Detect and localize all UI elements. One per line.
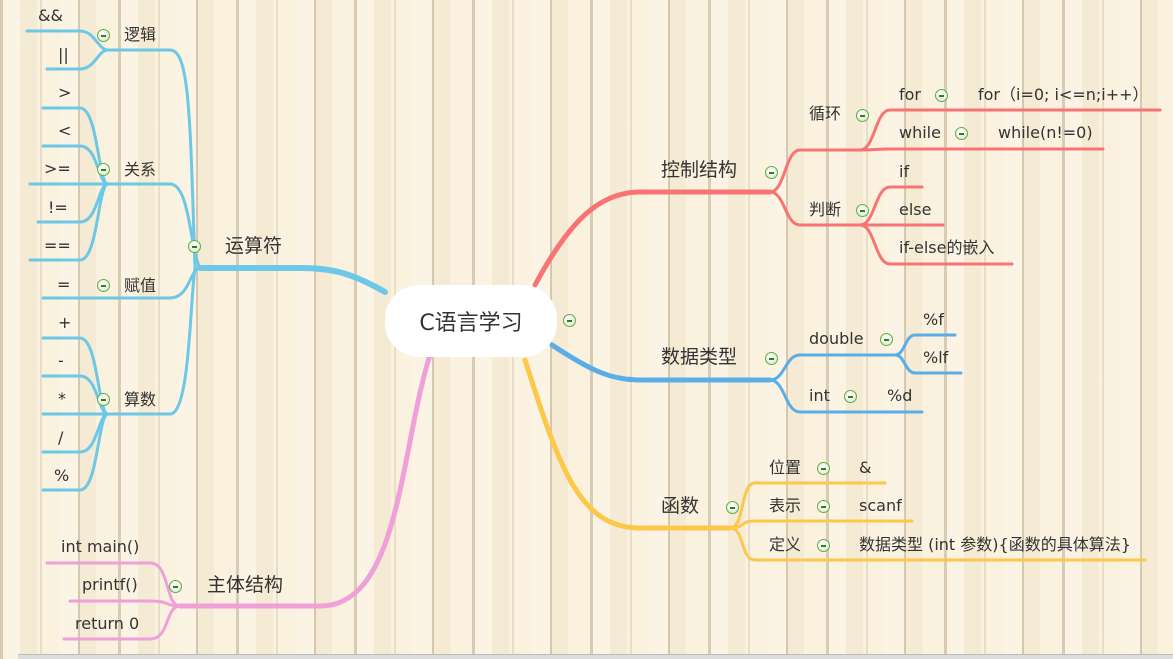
node-judge[interactable]: 判断 xyxy=(809,200,842,219)
central-topic[interactable]: C语言学习 xyxy=(385,285,557,357)
operator-branches xyxy=(25,29,388,492)
node-assign[interactable]: 赋值 xyxy=(124,276,157,295)
collapse-icon[interactable] xyxy=(817,500,830,513)
collapse-icon[interactable] xyxy=(726,501,739,514)
node-mod[interactable]: % xyxy=(54,466,70,485)
node-while[interactable]: while xyxy=(899,123,941,142)
node-int[interactable]: int xyxy=(809,386,830,405)
node-arith[interactable]: 算数 xyxy=(124,390,157,409)
node-while-detail[interactable]: while(n!=0) xyxy=(998,123,1093,142)
collapse-icon[interactable] xyxy=(880,333,893,346)
collapse-icon[interactable] xyxy=(955,127,968,140)
collapse-icon[interactable] xyxy=(188,240,201,253)
node-or[interactable]: || xyxy=(58,45,69,64)
node-for-detail[interactable]: for（i=0; i<=n;i++） xyxy=(978,85,1149,104)
collapse-icon[interactable] xyxy=(856,109,869,122)
node-and[interactable]: && xyxy=(38,6,63,25)
types-branches xyxy=(549,333,963,414)
collapse-icon[interactable] xyxy=(97,163,110,176)
node-control[interactable]: 控制结构 xyxy=(661,159,738,181)
node-position-value[interactable]: & xyxy=(859,458,872,477)
node-mul[interactable]: * xyxy=(58,389,66,408)
collapse-icon[interactable] xyxy=(817,539,830,552)
node-operators[interactable]: 运算符 xyxy=(225,235,283,257)
node-define[interactable]: 定义 xyxy=(769,535,802,554)
node-for[interactable]: for xyxy=(899,85,921,104)
collapse-icon[interactable] xyxy=(97,279,110,292)
collapse-icon[interactable] xyxy=(765,352,778,365)
node-format-lf[interactable]: %lf xyxy=(923,348,949,367)
node-logic[interactable]: 逻辑 xyxy=(124,25,157,44)
collapse-icon[interactable] xyxy=(935,89,948,102)
horizontal-scrollbar[interactable] xyxy=(18,654,1173,659)
node-return[interactable]: return 0 xyxy=(75,614,140,633)
node-ge[interactable]: >= xyxy=(44,159,71,178)
node-eq[interactable]: == xyxy=(44,236,71,255)
node-format-f[interactable]: %f xyxy=(923,310,944,329)
node-if[interactable]: if xyxy=(899,162,910,181)
function-branches xyxy=(522,357,1147,562)
node-lt[interactable]: < xyxy=(58,121,72,140)
collapse-icon[interactable] xyxy=(844,390,857,403)
node-double[interactable]: double xyxy=(809,329,864,348)
main-branches xyxy=(45,352,433,641)
node-format-d[interactable]: %d xyxy=(887,386,913,405)
collapse-icon[interactable] xyxy=(765,166,778,179)
node-minus[interactable]: - xyxy=(58,351,64,370)
collapse-icon[interactable] xyxy=(856,204,869,217)
node-if-else-nested[interactable]: if-else的嵌入 xyxy=(899,238,995,257)
collapse-icon[interactable] xyxy=(169,580,182,593)
central-topic-label: C语言学习 xyxy=(419,311,523,336)
node-plus[interactable]: + xyxy=(58,313,72,332)
node-relation[interactable]: 关系 xyxy=(124,160,157,179)
node-else[interactable]: else xyxy=(899,200,932,219)
node-represent-value[interactable]: scanf xyxy=(859,496,902,515)
node-loop[interactable]: 循环 xyxy=(809,104,842,123)
node-div[interactable]: / xyxy=(58,428,64,447)
node-position[interactable]: 位置 xyxy=(769,458,802,477)
node-ne[interactable]: != xyxy=(48,198,68,217)
node-gt[interactable]: > xyxy=(58,83,72,102)
collapse-icon[interactable] xyxy=(817,462,830,475)
collapse-icon[interactable] xyxy=(97,29,110,42)
node-main-structure[interactable]: 主体结构 xyxy=(207,574,284,596)
node-printf[interactable]: printf() xyxy=(82,575,138,594)
node-represent[interactable]: 表示 xyxy=(769,496,802,515)
node-define-value[interactable]: 数据类型 (int 参数){函数的具体算法} xyxy=(859,535,1131,554)
collapse-icon[interactable] xyxy=(563,314,576,327)
node-types[interactable]: 数据类型 xyxy=(661,346,738,368)
node-functions[interactable]: 函数 xyxy=(661,495,700,517)
collapse-icon[interactable] xyxy=(97,393,110,406)
node-assign-op[interactable]: = xyxy=(57,275,71,294)
node-int-main[interactable]: int main() xyxy=(61,537,140,556)
control-branches xyxy=(532,108,1162,288)
